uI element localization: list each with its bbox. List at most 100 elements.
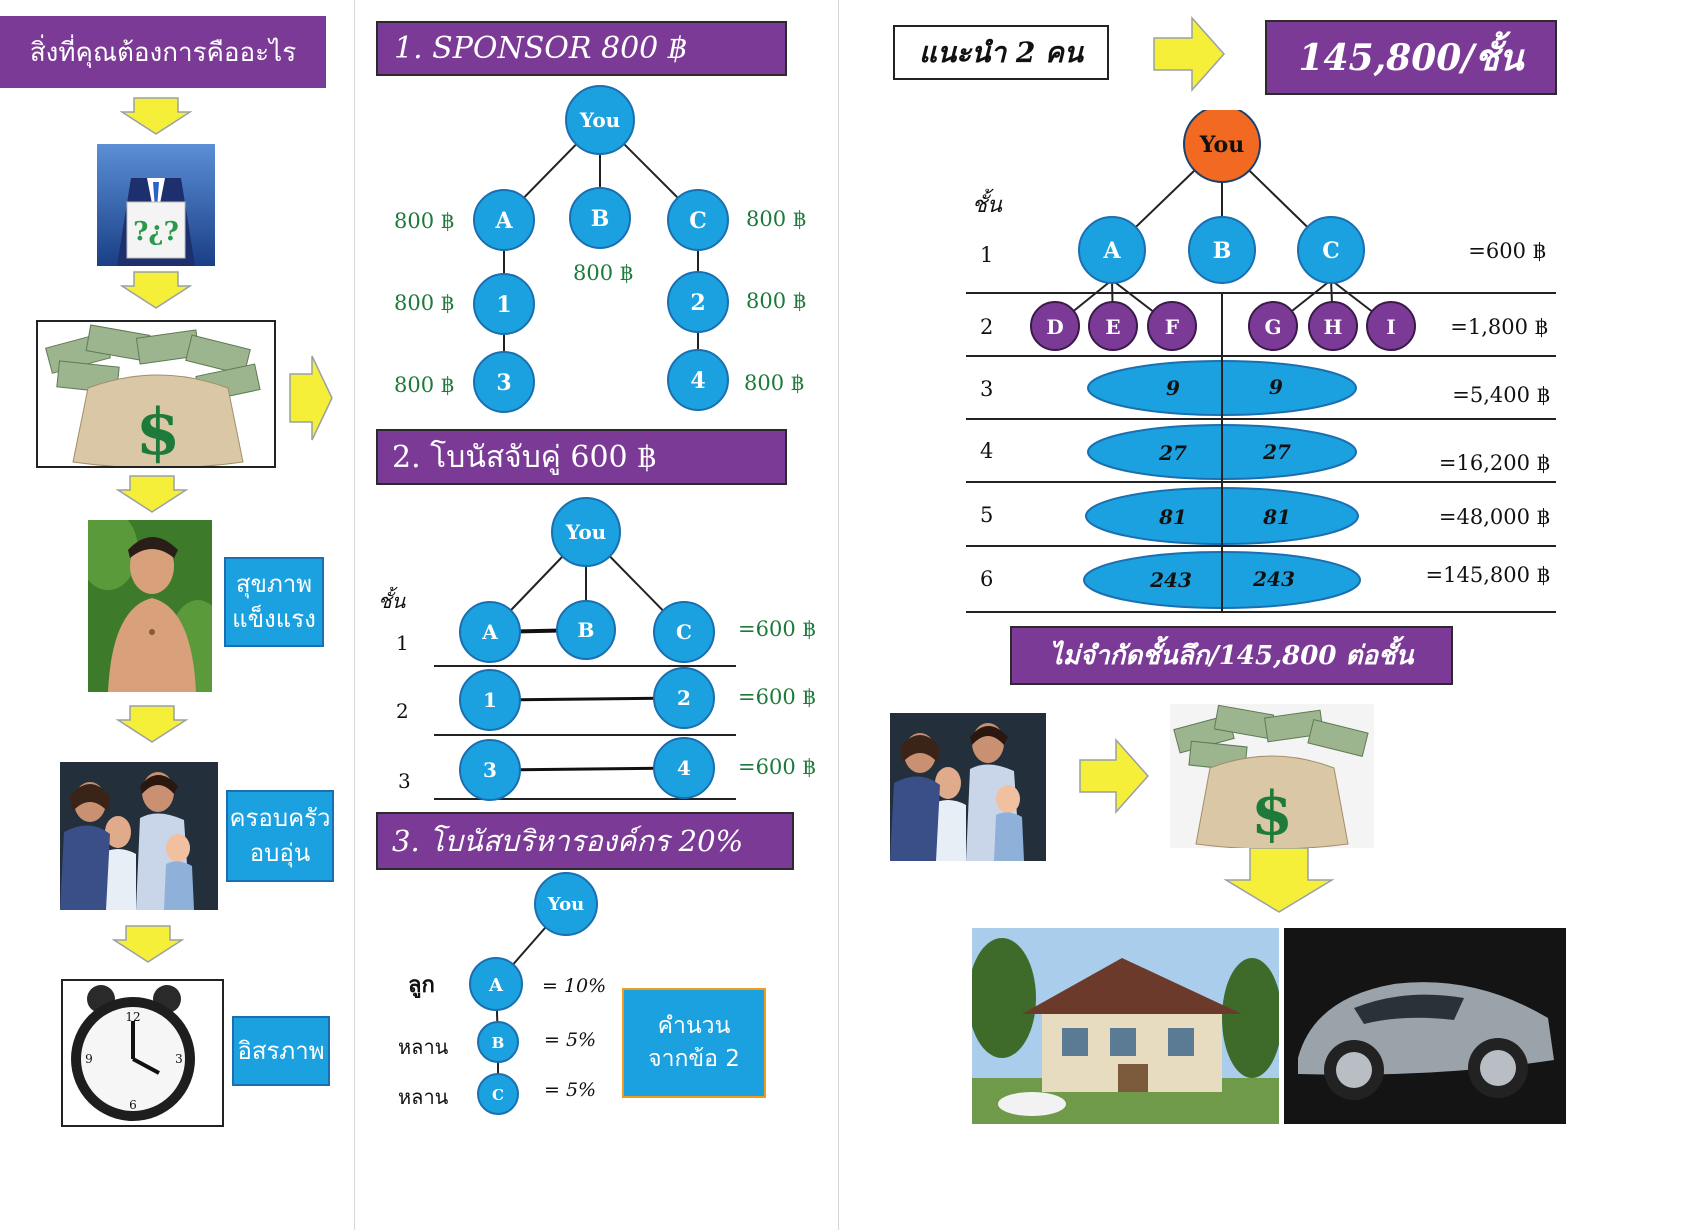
sponsor-tree: You A B C 1 2 3 4 800 ฿ 800 ฿ 800 ฿ 800 … <box>394 85 806 413</box>
svg-text:1: 1 <box>496 292 511 318</box>
node-a <box>473 189 535 251</box>
svg-text:= 10%: = 10% <box>542 975 606 997</box>
svg-text:27: 27 <box>1158 441 1187 465</box>
column-divider <box>838 0 839 1230</box>
arrow-down-icon <box>1223 847 1335 913</box>
flow-arrows-left <box>111 97 333 963</box>
svg-text:ชั้น: ชั้น <box>972 188 1003 218</box>
health-label: สุขภาพ แข็งแรง <box>224 557 324 647</box>
svg-text:C: C <box>676 620 692 644</box>
svg-text:I: I <box>1386 315 1395 339</box>
arrow-right-icon <box>1153 16 1226 92</box>
svg-text:C: C <box>1322 238 1340 264</box>
svg-text:E: E <box>1105 315 1120 339</box>
svg-text:3: 3 <box>175 1052 183 1066</box>
svg-text:3: 3 <box>980 377 993 401</box>
svg-text:B: B <box>1213 238 1232 264</box>
unlimited-levels-footer: ไม่จำกัดชั้นลึก/145,800 ต่อชั้น <box>1010 626 1453 685</box>
node-you <box>534 872 598 936</box>
svg-text:3: 3 <box>398 769 411 793</box>
svg-text:=600 ฿: =600 ฿ <box>738 617 816 641</box>
calc-note: คำนวน จากข้อ 2 <box>622 988 766 1098</box>
node-a <box>469 957 523 1011</box>
svg-text:=5,400 ฿: =5,400 ฿ <box>1452 383 1550 407</box>
node-you <box>565 85 635 155</box>
svg-text:3: 3 <box>483 758 497 782</box>
svg-text:= 5%: = 5% <box>544 1079 596 1101</box>
svg-text:= 5%: = 5% <box>544 1029 596 1051</box>
svg-text:243: 243 <box>1149 568 1192 592</box>
svg-text:A: A <box>1102 238 1121 264</box>
svg-text:800 ฿: 800 ฿ <box>746 289 806 313</box>
svg-text:=600 ฿: =600 ฿ <box>738 755 816 779</box>
node-b <box>1188 216 1256 284</box>
svg-text:B: B <box>578 618 595 642</box>
svg-text:800 ฿: 800 ฿ <box>394 291 454 315</box>
result-arrows <box>1079 738 1335 913</box>
svg-text:800 ฿: 800 ฿ <box>394 373 454 397</box>
svg-text:H: H <box>1324 315 1343 339</box>
svg-text:9: 9 <box>1166 376 1180 400</box>
svg-text:A: A <box>481 620 498 644</box>
svg-text:B: B <box>492 1034 505 1052</box>
node-b <box>556 600 616 660</box>
node-4 <box>653 737 715 799</box>
arrow-down-icon <box>115 705 189 743</box>
node-d <box>1030 301 1080 351</box>
level-tree: You A B C D E F G H I 9 9 27 27 81 81 24… <box>966 110 1556 613</box>
money-bag-image-right: $ <box>1170 704 1374 848</box>
svg-text:B: B <box>591 206 610 232</box>
headline-box: 145,800/ชั้น <box>1265 20 1557 95</box>
node-e <box>1088 301 1138 351</box>
svg-text:G: G <box>1264 315 1281 339</box>
svg-text:3: 3 <box>496 370 511 396</box>
svg-text:ลูก: ลูก <box>408 972 435 999</box>
node-you <box>551 497 621 567</box>
arrow-right-icon <box>289 355 333 441</box>
matching-tree: You A B C 1 2 3 4 ชั้น 1 2 3 =600 ฿ =600… <box>378 497 816 801</box>
svg-text:1: 1 <box>483 688 497 712</box>
node-2 <box>667 271 729 333</box>
svg-text:4: 4 <box>690 368 705 394</box>
node-c <box>653 601 715 663</box>
node-c <box>477 1073 519 1115</box>
arrow-down-icon <box>119 271 193 309</box>
sponsor-title: 1. SPONSOR 800 ฿ <box>376 21 787 76</box>
svg-text:4: 4 <box>677 756 691 780</box>
freedom-label: อิสรภาพ <box>232 1016 330 1086</box>
svg-text:=48,000 ฿: =48,000 ฿ <box>1439 505 1550 529</box>
svg-text:?¿?: ?¿? <box>133 217 179 247</box>
node-b <box>569 187 631 249</box>
family-label: ครอบครัว อบอุ่น <box>226 790 334 882</box>
node-f <box>1147 301 1197 351</box>
node-h <box>1308 301 1358 351</box>
arrow-down-icon <box>111 925 185 963</box>
svg-text:2: 2 <box>677 686 691 710</box>
matching-bonus-title: 2. โบนัสจับคู่ 600 ฿ <box>376 429 787 485</box>
svg-text:9: 9 <box>1269 375 1283 399</box>
svg-text:27: 27 <box>1262 440 1291 464</box>
svg-text:C: C <box>492 1086 504 1104</box>
svg-text:You: You <box>547 894 584 915</box>
management-tree: You A B C ลูก หลาน หลาน = 10% = 5% = 5% <box>398 872 606 1115</box>
svg-text:You: You <box>579 108 620 132</box>
svg-text:=600 ฿: =600 ฿ <box>1468 239 1546 263</box>
svg-text:800 ฿: 800 ฿ <box>744 371 804 395</box>
house-photo <box>972 928 1279 1124</box>
svg-text:=145,800 ฿: =145,800 ฿ <box>1426 563 1550 587</box>
node-a <box>1078 216 1146 284</box>
svg-text:2: 2 <box>980 315 993 339</box>
node-4 <box>667 349 729 411</box>
alarm-clock-image: 12 3 6 9 <box>61 979 224 1127</box>
node-a <box>459 601 521 663</box>
arrow-down-icon <box>115 475 189 513</box>
intro-box: แนะนำ 2 คน <box>893 25 1109 80</box>
svg-text:9: 9 <box>85 1052 93 1066</box>
svg-text:$: $ <box>136 395 181 468</box>
svg-text:A: A <box>494 208 513 234</box>
management-bonus-title: 3. โบนัสบริหารองค์กร 20% <box>376 812 794 870</box>
svg-text:=16,200 ฿: =16,200 ฿ <box>1439 451 1550 475</box>
svg-text:1: 1 <box>396 631 409 655</box>
svg-text:You: You <box>565 520 606 544</box>
healthy-man-photo <box>88 520 212 692</box>
